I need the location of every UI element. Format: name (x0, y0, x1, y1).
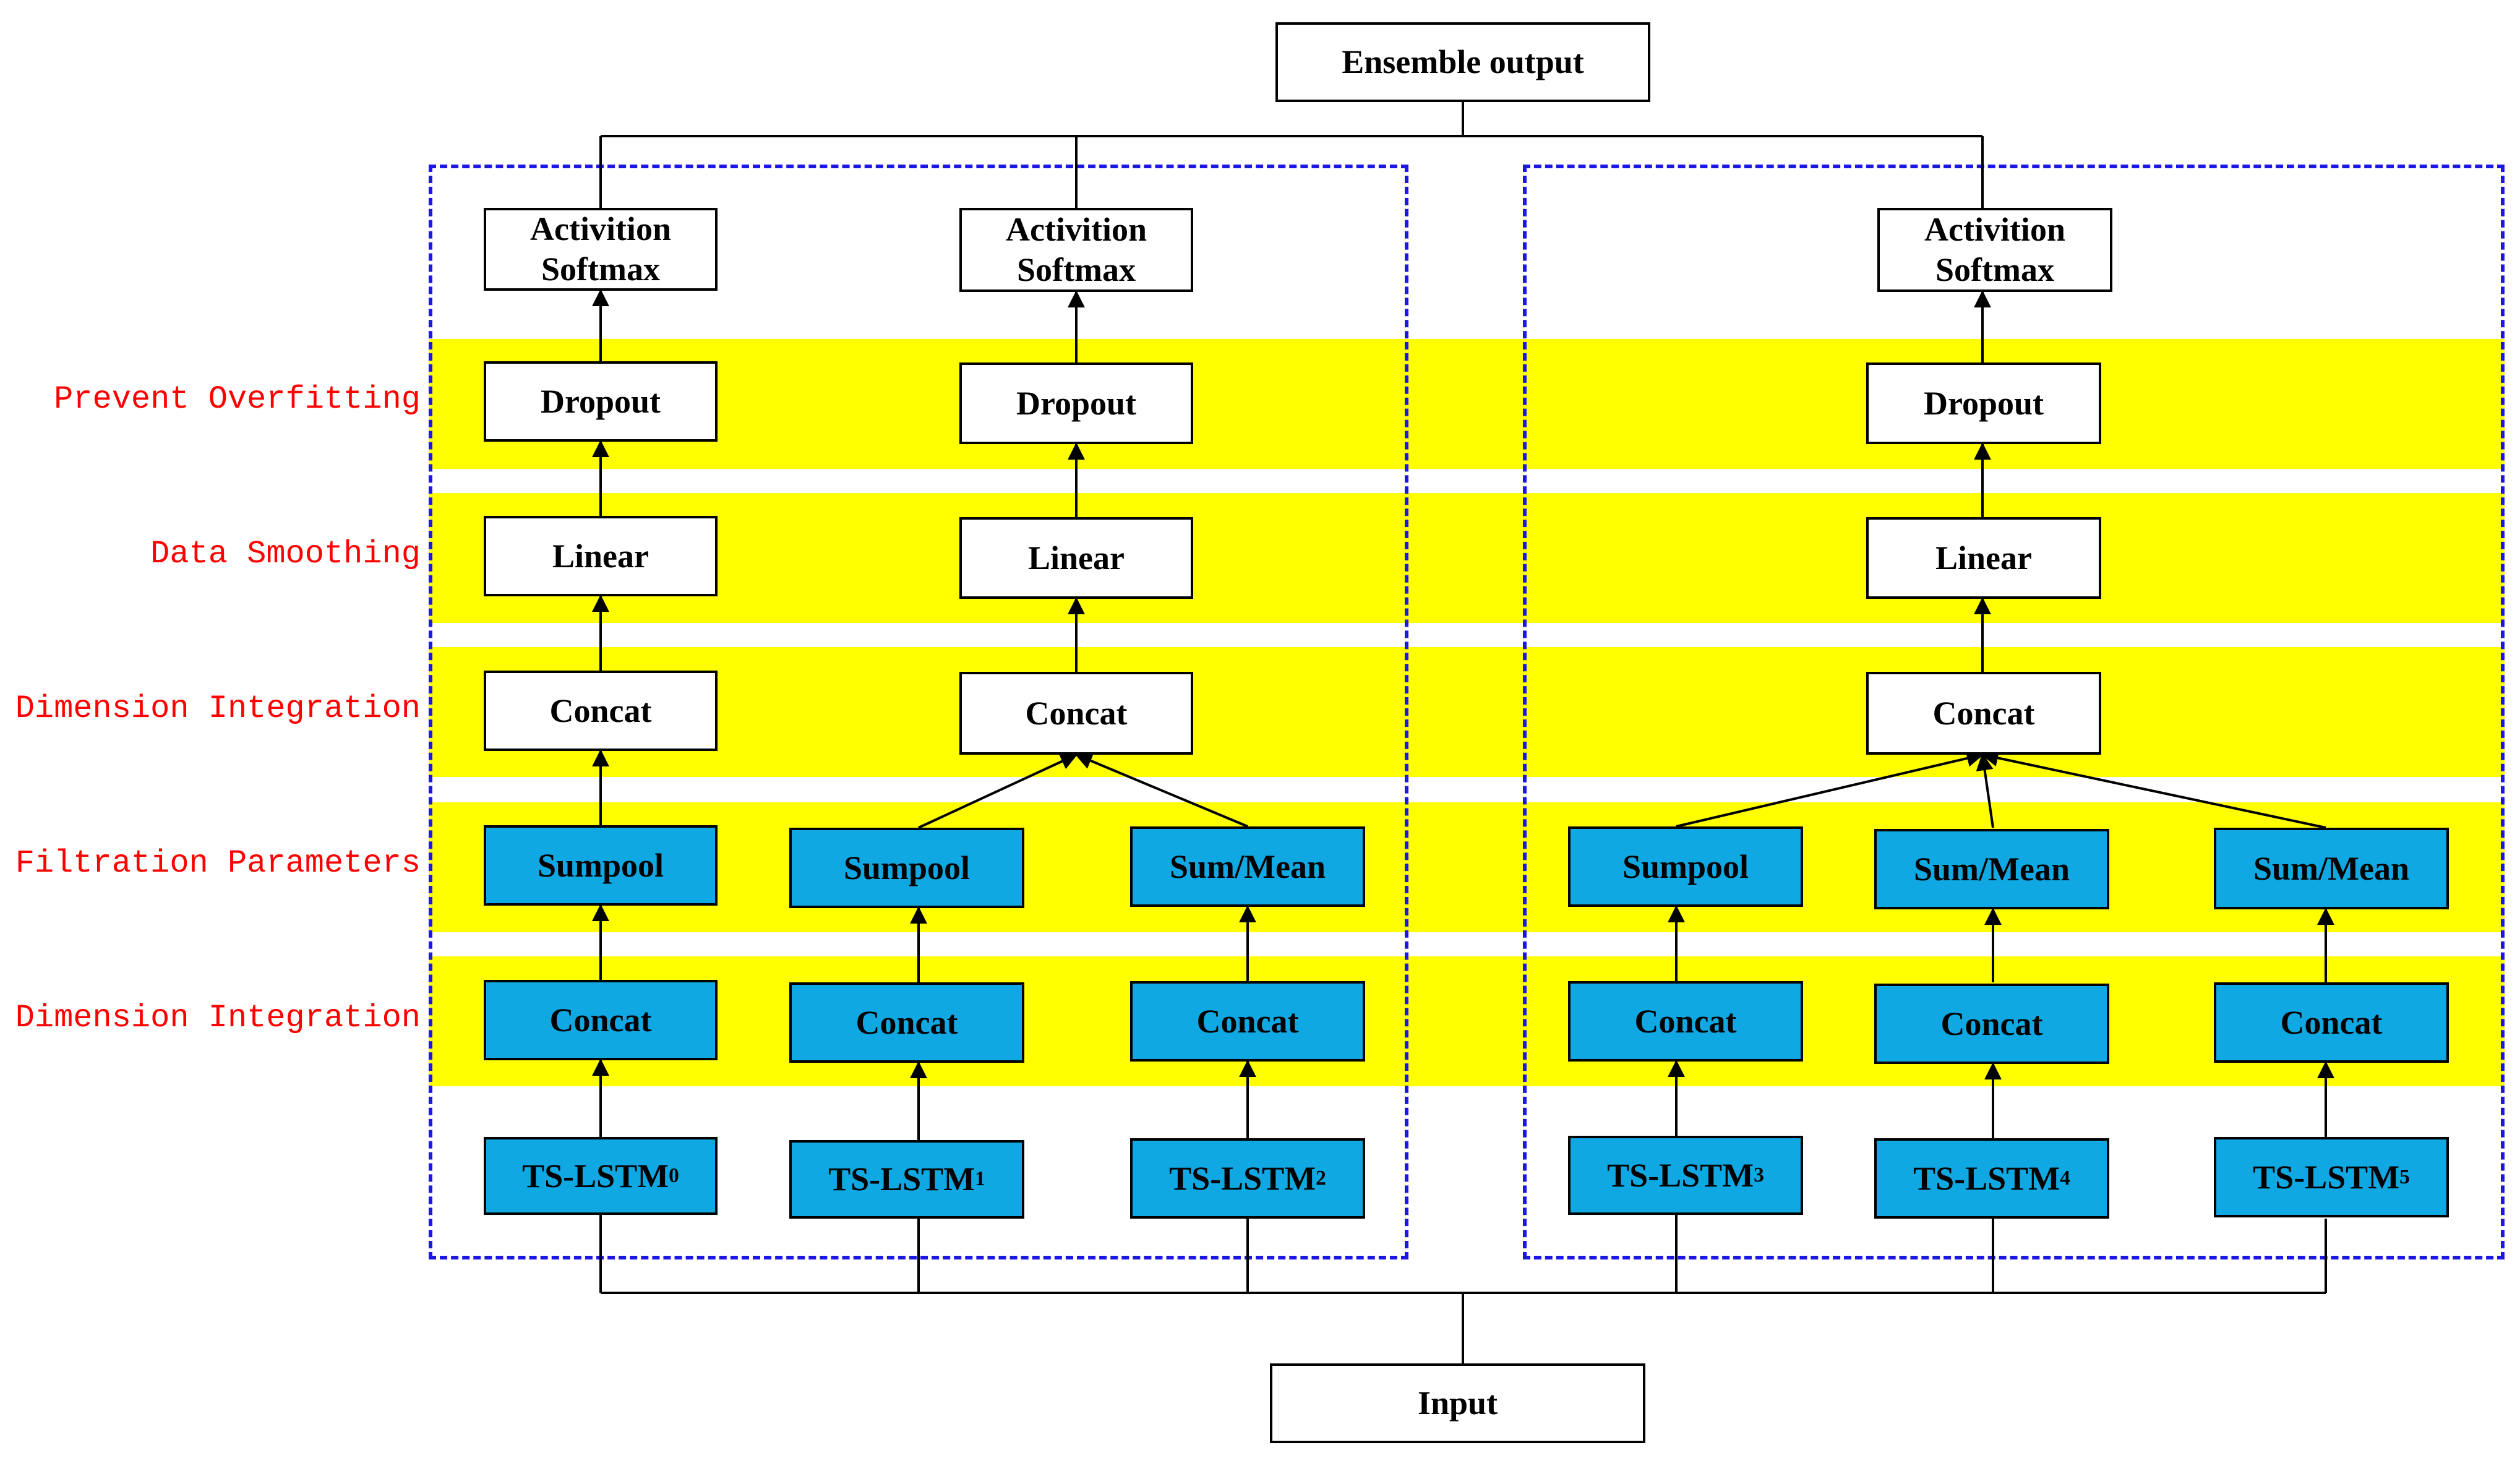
ts-lstm-label: TS-LSTM (1169, 1159, 1316, 1197)
activation-softmax-box-2: Activition Softmax (959, 208, 1193, 292)
linear-box-3: Linear (1866, 517, 2101, 599)
sumpool-box-3: Sumpool (1568, 826, 1803, 907)
ts-lstm-label: TS-LSTM (1607, 1156, 1754, 1194)
dropout-box-3: Dropout (1866, 363, 2101, 444)
band-data-smoothing (429, 493, 2505, 623)
sumpool-box-0: Sumpool (484, 825, 718, 906)
ts-lstm-subscript: 1 (975, 1167, 985, 1191)
dropout-box-1: Dropout (484, 361, 718, 442)
group-right-border (1523, 165, 2505, 1259)
ts-lstm-subscript: 4 (2060, 1166, 2070, 1190)
ts-lstm-subscript: 5 (2399, 1165, 2410, 1188)
label-dimension-integration-top: Dimension Integration (15, 690, 421, 727)
ts-lstm-subscript: 0 (669, 1164, 679, 1187)
label-prevent-overfitting: Prevent Overfitting (54, 381, 421, 418)
ts-lstm-label: TS-LSTM (1913, 1159, 2060, 1197)
linear-box-1: Linear (484, 516, 718, 596)
concat-head-box-3: Concat (1866, 672, 2101, 755)
ts-lstm-label: TS-LSTM (828, 1161, 975, 1198)
sum-mean-box-4: Sum/Mean (1874, 829, 2109, 909)
input-box: Input (1270, 1363, 1645, 1443)
softmax-label: Softmax (1017, 251, 1136, 288)
concat-head-box-1: Concat (484, 671, 718, 751)
ensemble-output-box: Ensemble output (1275, 22, 1650, 102)
band-dimension-integration-top (429, 647, 2505, 777)
softmax-label: Softmax (1935, 251, 2054, 288)
band-filtration-parameters (429, 802, 2505, 932)
ts-lstm-subscript: 3 (1754, 1163, 1764, 1186)
label-dimension-integration-bottom: Dimension Integration (15, 1000, 421, 1036)
activation-label: Activition (530, 210, 671, 248)
band-prevent-overfitting (429, 339, 2505, 469)
sum-mean-box-5: Sum/Mean (2214, 828, 2449, 909)
softmax-label: Softmax (541, 251, 660, 288)
ts-lstm-label: TS-LSTM (522, 1157, 669, 1195)
activation-softmax-box-1: Activition Softmax (484, 208, 718, 291)
band-dimension-integration-bottom (429, 956, 2505, 1086)
ts-lstm-subscript: 2 (1316, 1166, 1326, 1190)
sum-mean-box-2: Sum/Mean (1130, 826, 1365, 907)
label-filtration-parameters: Filtration Parameters (15, 845, 421, 882)
sumpool-box-1: Sumpool (789, 828, 1024, 908)
label-data-smoothing: Data Smoothing (150, 536, 421, 572)
ts-lstm-label: TS-LSTM (2253, 1158, 2400, 1196)
concat-box-5: Concat (2214, 982, 2449, 1063)
concat-box-0: Concat (484, 980, 718, 1060)
concat-head-box-2: Concat (959, 672, 1193, 755)
concat-box-3: Concat (1568, 981, 1803, 1062)
concat-box-4: Concat (1874, 984, 2109, 1064)
concat-box-1: Concat (789, 982, 1024, 1063)
linear-box-2: Linear (959, 517, 1193, 599)
dropout-box-2: Dropout (959, 363, 1193, 444)
activation-softmax-box-3: Activition Softmax (1877, 208, 2112, 292)
concat-box-2: Concat (1130, 981, 1365, 1062)
activation-label: Activition (1006, 211, 1147, 249)
activation-label: Activition (1924, 211, 2065, 249)
